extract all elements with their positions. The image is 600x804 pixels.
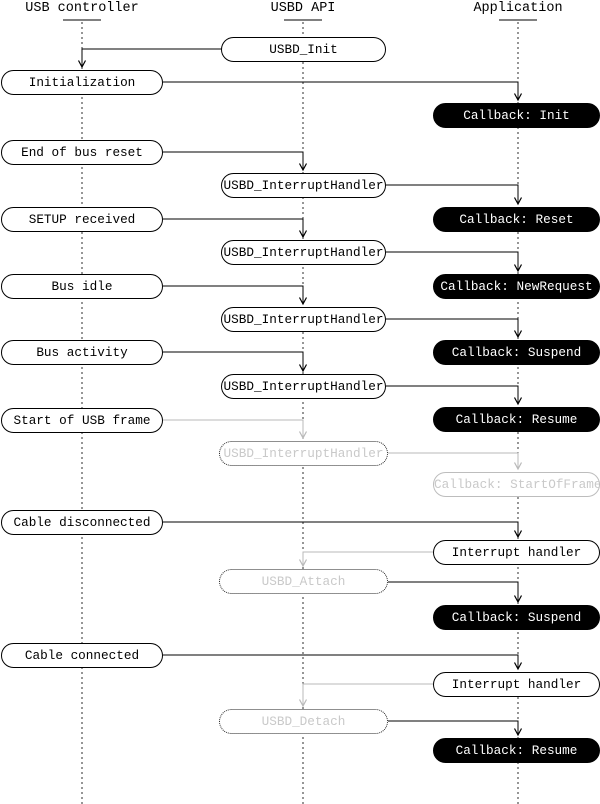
connector-busactivity-to-handler — [163, 351, 308, 373]
node-callback-resume-2: Callback: Resume — [433, 738, 600, 763]
node-callback-init: Callback: Init — [433, 103, 600, 128]
node-bus-activity: Bus activity — [1, 340, 163, 365]
node-initialization: Initialization — [1, 70, 163, 95]
node-usbd-interrupthandler-2: USBD_InterruptHandler — [221, 240, 386, 265]
node-interrupt-handler-1: Interrupt handler — [433, 540, 600, 565]
node-usbd-interrupthandler-3: USBD_InterruptHandler — [221, 307, 386, 332]
node-setup-received: SETUP received — [1, 207, 163, 232]
node-callback-startofframe: Callback: StartOfFrame — [433, 472, 600, 497]
column-header-usb-controller: USB controller — [25, 1, 139, 16]
node-usbd-init: USBD_Init — [221, 37, 386, 62]
node-callback-suspend-2: Callback: Suspend — [433, 605, 600, 630]
node-cable-connected: Cable connected — [1, 643, 163, 668]
connector-handler-to-callback-startofframe — [386, 452, 523, 471]
node-bus-idle: Bus idle — [1, 274, 163, 299]
node-callback-suspend-1: Callback: Suspend — [433, 340, 600, 365]
connector-attach-to-callback-suspend — [388, 581, 523, 604]
connector-initialization-to-callback-init — [163, 81, 523, 102]
node-cable-disconnected: Cable disconnected — [1, 510, 163, 535]
node-callback-reset: Callback: Reset — [433, 207, 600, 232]
node-usbd-interrupthandler-1: USBD_InterruptHandler — [221, 173, 386, 198]
connector-busidle-to-handler — [163, 285, 308, 306]
connector-setup-to-handler — [163, 218, 308, 239]
connector-usbdinit-to-initialization — [77, 48, 222, 69]
node-usbd-detach: USBD_Detach — [219, 709, 388, 734]
connector-handler-to-callback-resume — [386, 385, 523, 406]
column-header-usbd-api: USBD API — [270, 1, 336, 16]
connector-interrupt-to-usbd-detach — [298, 683, 433, 708]
node-usbd-attach: USBD_Attach — [219, 569, 388, 594]
node-usbd-interrupthandler-4: USBD_InterruptHandler — [221, 374, 386, 399]
connector-sof-to-handler-inactive — [163, 419, 308, 440]
node-start-of-usb-frame: Start of USB frame — [1, 408, 163, 433]
connector-handler-to-callback-reset — [386, 184, 523, 206]
connector-disconnect-to-interrupt-handler — [163, 521, 523, 539]
connector-handler-to-callback-newrequest — [386, 251, 523, 273]
column-header-application: Application — [473, 1, 563, 16]
node-interrupt-handler-2: Interrupt handler — [433, 672, 600, 697]
connector-detach-to-callback-resume — [388, 720, 523, 737]
node-usbd-interrupthandler-5: USBD_InterruptHandler — [219, 441, 388, 466]
connector-interrupt-to-usbd-attach — [298, 551, 433, 568]
node-end-of-bus-reset: End of bus reset — [1, 140, 163, 165]
connector-connect-to-interrupt-handler — [163, 654, 523, 671]
node-callback-newrequest: Callback: NewRequest — [433, 274, 600, 299]
connector-busreset-to-handler — [163, 151, 308, 172]
node-callback-resume-1: Callback: Resume — [433, 407, 600, 432]
connector-handler-to-callback-suspend — [386, 318, 523, 339]
